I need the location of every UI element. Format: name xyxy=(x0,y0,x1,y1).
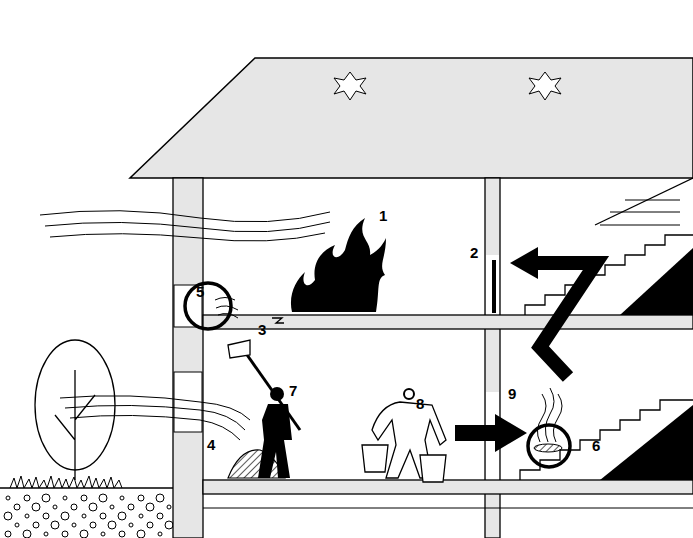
door xyxy=(492,260,496,313)
soil-stone xyxy=(156,494,164,502)
soil-stone xyxy=(23,530,31,538)
soil-stone xyxy=(25,514,29,518)
soil-stone xyxy=(15,523,19,527)
soil-stone xyxy=(14,504,20,510)
soil-stone xyxy=(157,513,163,519)
floor-crack xyxy=(272,318,284,323)
callout-number: 9 xyxy=(508,386,516,401)
soil-stone xyxy=(80,530,88,538)
highlight-circle xyxy=(185,283,231,329)
person-with-pole xyxy=(258,387,292,478)
highlight-circle xyxy=(528,425,570,467)
soil-stone xyxy=(167,505,171,509)
soil-stone xyxy=(63,496,67,500)
callout-number: 7 xyxy=(289,383,297,398)
soil-stone xyxy=(43,513,49,519)
soil-stone xyxy=(51,521,59,529)
callout-number: 8 xyxy=(416,396,424,411)
soil-stone xyxy=(62,531,68,537)
soil-stone xyxy=(44,532,48,536)
soil-stone xyxy=(24,495,30,501)
soil-stone xyxy=(138,495,144,501)
soil-stone xyxy=(4,512,12,520)
soil-stone xyxy=(165,521,173,529)
callout-number: 3 xyxy=(258,322,266,337)
soil-stone xyxy=(129,523,133,527)
escape-arrow xyxy=(535,263,596,377)
roof xyxy=(130,58,693,178)
soil-stone xyxy=(81,495,87,501)
soil-stone xyxy=(72,523,76,527)
callout-number: 4 xyxy=(207,437,215,452)
fire xyxy=(291,218,386,312)
callout-number: 2 xyxy=(470,245,478,260)
soil-stone xyxy=(61,512,69,520)
escape-arrow xyxy=(455,414,527,452)
soil-stone xyxy=(101,532,105,536)
soil-stone xyxy=(110,505,114,509)
soil-stone xyxy=(53,505,57,509)
callout-number: 5 xyxy=(196,284,204,299)
callout-number: 1 xyxy=(379,208,387,223)
callout-number: 6 xyxy=(592,438,600,453)
soil-stone xyxy=(71,504,77,510)
soil-stone xyxy=(119,531,125,537)
soil-stone xyxy=(146,503,154,511)
soil-stone xyxy=(118,512,126,520)
soil-stone xyxy=(158,532,162,536)
soil-stone xyxy=(5,531,11,537)
soil-stone xyxy=(139,514,143,518)
soil-stone xyxy=(42,494,50,502)
soil-stone xyxy=(147,522,153,528)
soil-stone xyxy=(108,521,116,529)
soil-stone xyxy=(89,503,97,511)
soil-stone xyxy=(99,494,107,502)
soil-stone xyxy=(100,513,106,519)
soil-stone xyxy=(32,503,40,511)
person-with-buckets xyxy=(362,389,446,482)
soil-stone xyxy=(33,522,39,528)
soil-stone xyxy=(128,504,134,510)
soil-stone xyxy=(90,522,96,528)
soil-stone xyxy=(6,496,10,500)
soil-stone xyxy=(82,514,86,518)
soil-stone xyxy=(120,496,124,500)
soil-stone xyxy=(137,530,145,538)
